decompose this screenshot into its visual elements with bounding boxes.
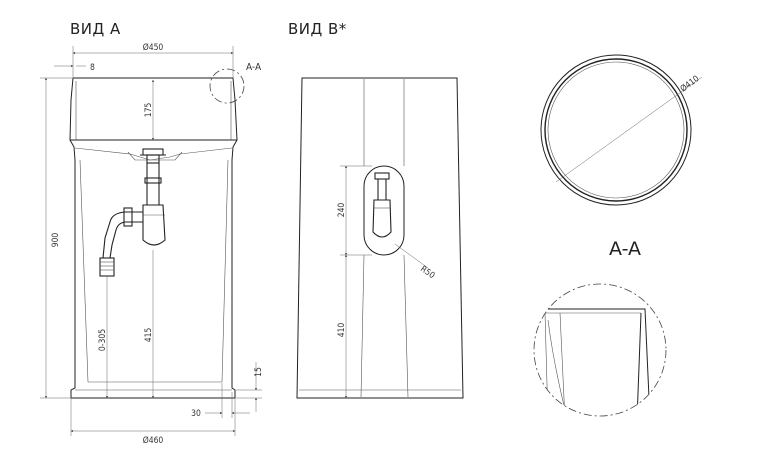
dim-bottom-diameter: Ø460 [143, 435, 164, 446]
view-a-dimensions: Ø450 8 900 175 415 0-305 15 30 Ø4 [40, 42, 264, 446]
section-detail [533, 283, 667, 417]
view-b-body [296, 77, 464, 399]
dim-niche-height: 240 [337, 203, 347, 218]
dim-drain-height: 415 [144, 328, 154, 343]
dim-bowl-depth: 175 [144, 103, 154, 118]
dim-niche-radius: R50 [418, 264, 436, 281]
view-a-body [69, 77, 238, 399]
dim-niche-bottom: 410 [337, 323, 347, 338]
view-b-dimensions: 240 410 R50 [337, 165, 436, 399]
section-title: A-A [609, 238, 641, 260]
dim-plinth-offset: 30 [191, 409, 201, 419]
dim-outlet-range: 0-305 [98, 329, 108, 351]
dim-rim-offset: 8 [90, 63, 95, 73]
top-view: Ø410 [540, 54, 703, 206]
siphon-drain [99, 148, 166, 277]
view-b-title: ВИД В* [288, 20, 347, 38]
dim-height-total: 900 [51, 233, 61, 248]
dim-bowl-diameter: Ø410 [678, 73, 701, 94]
view-a-title: ВИД А [70, 20, 121, 38]
dim-top-diameter: Ø450 [143, 42, 164, 53]
section-callout-label: A-A [246, 62, 262, 73]
dim-base-plinth: 15 [254, 367, 264, 377]
